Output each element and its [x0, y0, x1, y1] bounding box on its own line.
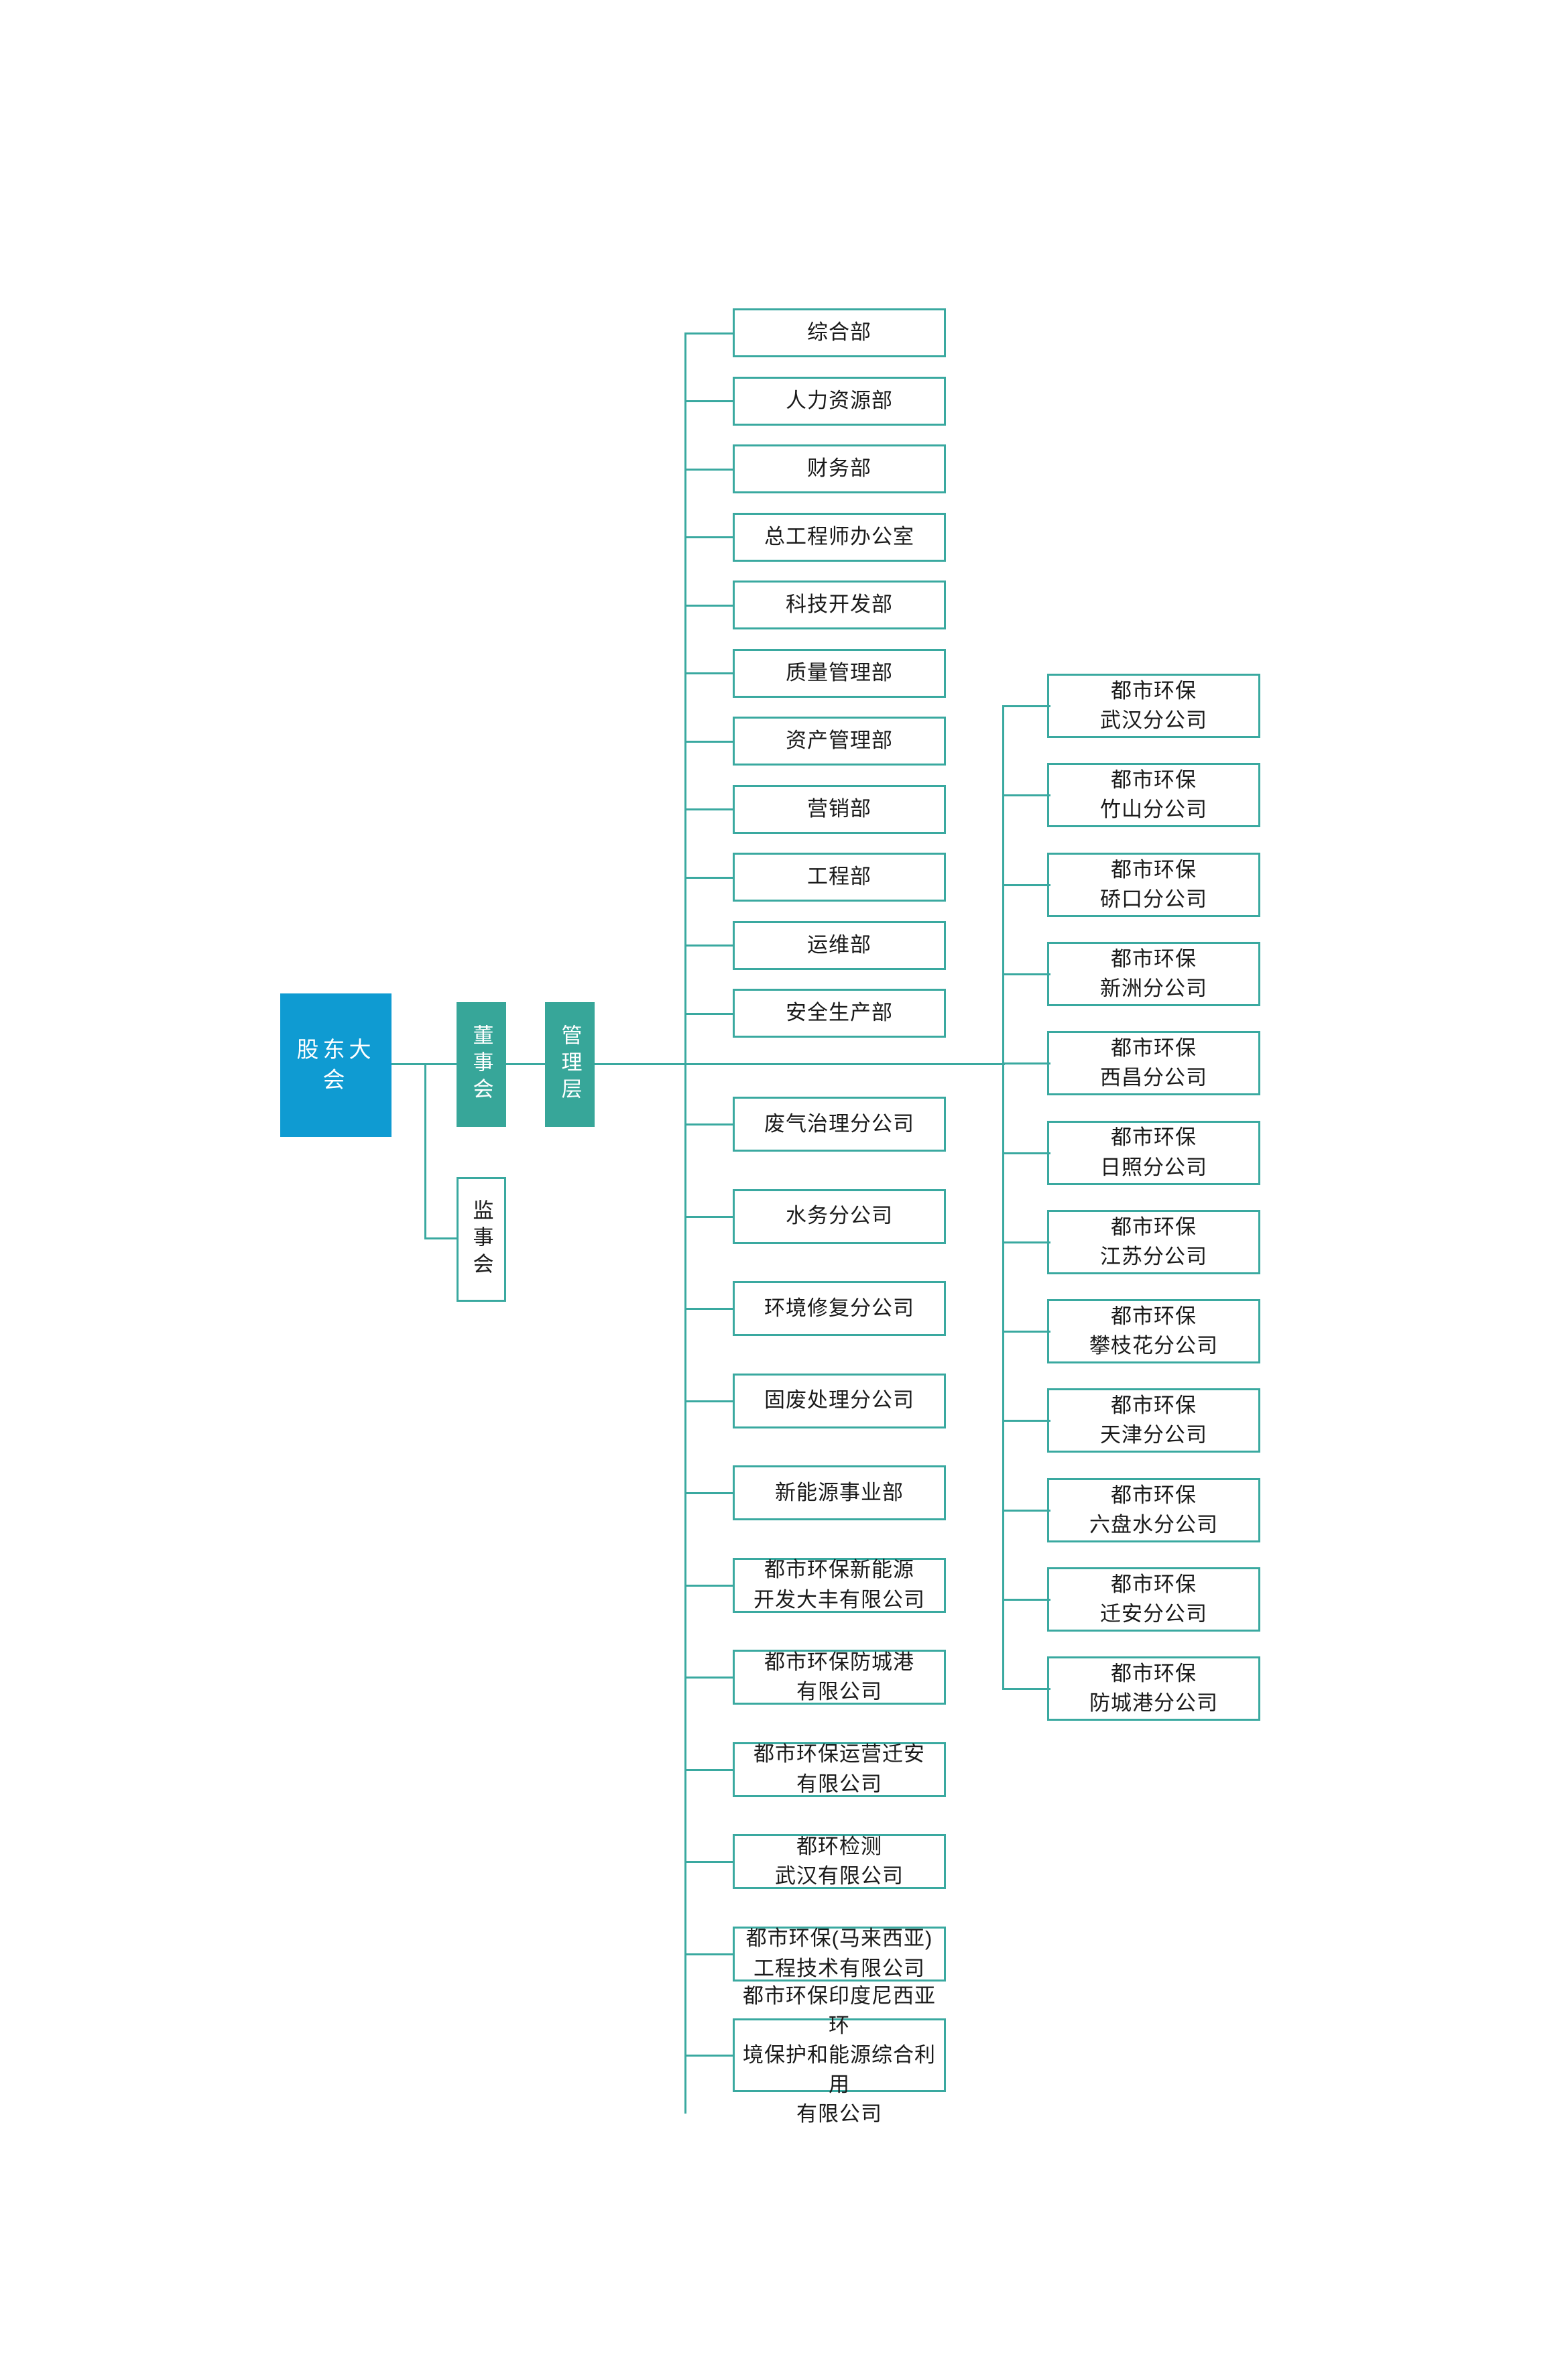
- node-subsidiary-8[interactable]: 都市环保运营迁安 有限公司: [733, 1742, 946, 1797]
- node-subsidiary-5[interactable]: 新能源事业部: [733, 1465, 946, 1520]
- connector-branch-10: [1002, 1510, 1050, 1512]
- node-branch-10[interactable]: 都市环保 六盘水分公司: [1047, 1477, 1260, 1542]
- node-branch-1[interactable]: 都市环保 武汉分公司: [1047, 674, 1260, 738]
- connector-subsidiary-4: [684, 1400, 733, 1402]
- node-department-2[interactable]: 人力资源部: [733, 376, 946, 426]
- connector-subsidiary-9: [684, 1861, 733, 1863]
- connector-branch-1: [1002, 705, 1050, 707]
- connector-branch-2: [1002, 794, 1050, 796]
- node-subsidiary-9[interactable]: 都环检测 武汉有限公司: [733, 1834, 946, 1889]
- node-branch-11[interactable]: 都市环保 迁安分公司: [1047, 1567, 1260, 1632]
- connector-department-2: [684, 400, 733, 402]
- connector-subsidiary-6: [684, 1585, 733, 1587]
- connector-department-1: [684, 332, 733, 334]
- connector-branch-7: [1002, 1241, 1050, 1243]
- node-department-11[interactable]: 安全生产部: [733, 989, 946, 1038]
- connector-department-3: [684, 469, 733, 471]
- node-subsidiary-3[interactable]: 环境修复分公司: [733, 1281, 946, 1336]
- node-branch-4[interactable]: 都市环保 新洲分公司: [1047, 941, 1260, 1006]
- connector-department-9: [684, 877, 733, 879]
- connector-branch-3: [1002, 884, 1050, 886]
- node-board-of-directors[interactable]: 董事会: [457, 1002, 506, 1127]
- connector-department-10: [684, 945, 733, 947]
- node-branch-6[interactable]: 都市环保 日照分公司: [1047, 1120, 1260, 1185]
- node-branch-12[interactable]: 都市环保 防城港分公司: [1047, 1656, 1260, 1721]
- connector-department-4: [684, 536, 733, 538]
- connector-subsidiary-5: [684, 1492, 733, 1494]
- connector-board-to-management: [506, 1063, 546, 1065]
- connector-branch-5: [1002, 1062, 1050, 1064]
- connector-department-11: [684, 1013, 733, 1015]
- connector-department-6: [684, 672, 733, 674]
- node-subsidiary-7[interactable]: 都市环保防城港 有限公司: [733, 1650, 946, 1705]
- connector-branch-4: [1002, 973, 1050, 975]
- connector-branch-9: [1002, 1420, 1050, 1422]
- node-department-4[interactable]: 总工程师办公室: [733, 512, 946, 562]
- connector-subsidiary-10: [684, 1953, 733, 1955]
- node-department-6[interactable]: 质量管理部: [733, 648, 946, 698]
- connector-branch-12: [1002, 1688, 1050, 1690]
- connector-subsidiary-8: [684, 1769, 733, 1771]
- node-branch-8[interactable]: 都市环保 攀枝花分公司: [1047, 1299, 1260, 1364]
- connector-department-5: [684, 605, 733, 607]
- connector-supervisors-stub: [424, 1237, 457, 1239]
- connector-branch-8: [1002, 1331, 1050, 1333]
- node-subsidiary-11[interactable]: 都市环保印度尼西亚环 境保护和能源综合利用 有限公司: [733, 1984, 946, 2126]
- connector-subsidiary-7: [684, 1677, 733, 1679]
- connector-branch-6: [1002, 1152, 1050, 1154]
- node-subsidiary-1[interactable]: 废气治理分公司: [733, 1097, 946, 1152]
- node-subsidiary-10[interactable]: 都市环保(马来西亚) 工程技术有限公司: [733, 1926, 946, 1982]
- node-management-layer[interactable]: 管理层: [545, 1002, 595, 1127]
- node-subsidiary-6[interactable]: 都市环保新能源 开发大丰有限公司: [733, 1557, 946, 1613]
- node-department-9[interactable]: 工程部: [733, 853, 946, 902]
- left-column-spine: [684, 333, 686, 2114]
- node-subsidiary-4[interactable]: 固废处理分公司: [733, 1373, 946, 1428]
- right-column-spine: [1002, 706, 1004, 1689]
- node-branch-7[interactable]: 都市环保 江苏分公司: [1047, 1209, 1260, 1274]
- connector-management-to-spines: [595, 1063, 1005, 1065]
- connector-subsidiary-3: [684, 1308, 733, 1310]
- connector-branch-11: [1002, 1599, 1050, 1601]
- connector-supervisors-drop: [424, 1063, 426, 1239]
- node-board-of-supervisors[interactable]: 监事会: [457, 1177, 506, 1302]
- node-department-7[interactable]: 资产管理部: [733, 717, 946, 766]
- node-department-8[interactable]: 营销部: [733, 784, 946, 834]
- connector-subsidiary-2: [684, 1216, 733, 1218]
- node-department-1[interactable]: 综合部: [733, 308, 946, 357]
- connector-subsidiary-1: [684, 1123, 733, 1125]
- node-branch-3[interactable]: 都市环保 硚口分公司: [1047, 852, 1260, 917]
- connector-subsidiary-11: [684, 2055, 733, 2057]
- node-branch-2[interactable]: 都市环保 竹山分公司: [1047, 763, 1260, 828]
- connector-department-7: [684, 741, 733, 743]
- node-branch-5[interactable]: 都市环保 西昌分公司: [1047, 1031, 1260, 1096]
- node-department-5[interactable]: 科技开发部: [733, 581, 946, 629]
- connector-department-8: [684, 808, 733, 810]
- node-department-3[interactable]: 财务部: [733, 444, 946, 493]
- node-department-10[interactable]: 运维部: [733, 920, 946, 970]
- node-shareholders-meeting[interactable]: 股东大会: [280, 993, 391, 1137]
- node-subsidiary-2[interactable]: 水务分公司: [733, 1189, 946, 1244]
- node-branch-9[interactable]: 都市环保 天津分公司: [1047, 1388, 1260, 1453]
